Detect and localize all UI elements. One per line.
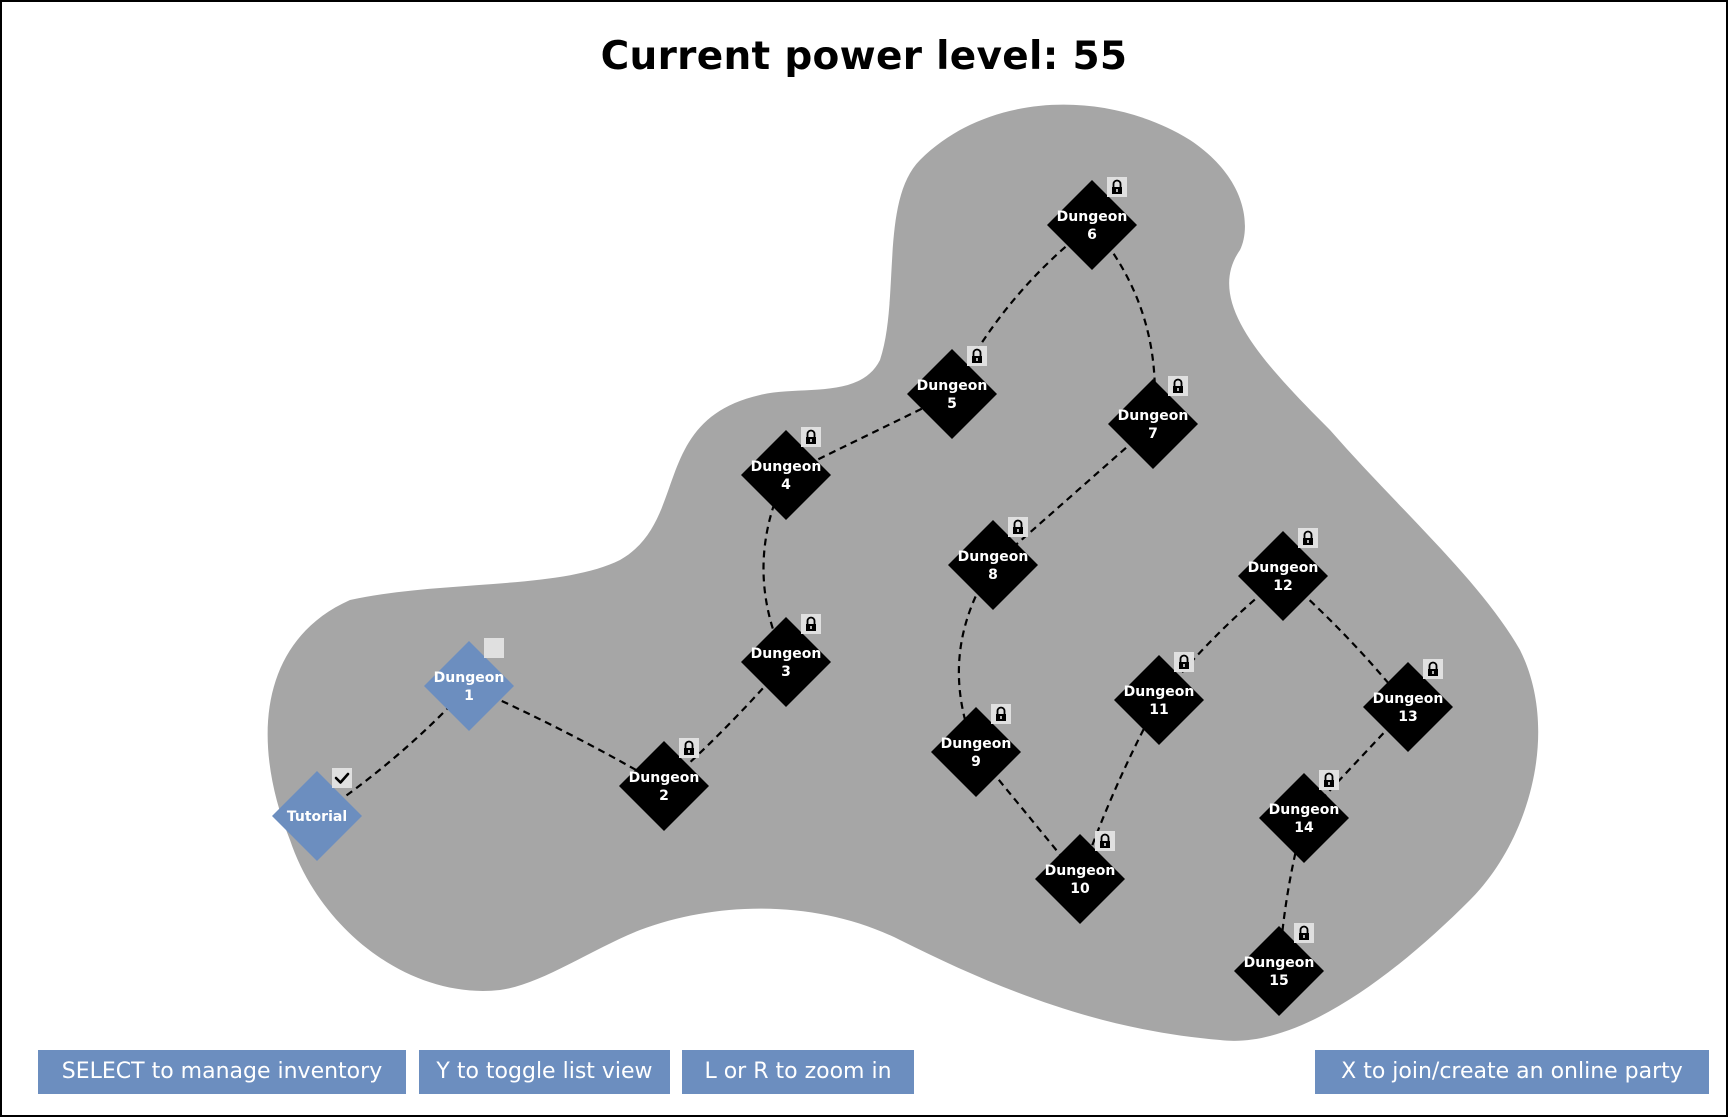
node-label: Dungeon bbox=[751, 459, 822, 475]
lock-icon bbox=[801, 614, 821, 634]
lock-icon bbox=[679, 738, 699, 758]
node-label: 9 bbox=[971, 754, 981, 770]
node-label: 15 bbox=[1269, 973, 1288, 989]
node-label: 5 bbox=[947, 396, 957, 412]
map-island bbox=[267, 104, 1539, 1041]
lock-icon bbox=[1294, 923, 1314, 943]
node-label: 2 bbox=[659, 788, 669, 804]
dungeon-node-d7[interactable]: Dungeon 7 bbox=[1108, 376, 1198, 469]
dungeon-node-d10[interactable]: Dungeon 10 bbox=[1035, 831, 1125, 924]
node-diamond bbox=[741, 430, 831, 520]
node-label: 11 bbox=[1149, 702, 1168, 718]
node-diamond bbox=[948, 520, 1038, 610]
lock-icon bbox=[1298, 528, 1318, 548]
node-diamond bbox=[1259, 773, 1349, 863]
node-diamond bbox=[1114, 655, 1204, 745]
dungeon-node-d6[interactable]: Dungeon 6 bbox=[1047, 177, 1137, 270]
node-diamond bbox=[1238, 531, 1328, 621]
node-label: 13 bbox=[1398, 709, 1417, 725]
lock-icon bbox=[1095, 831, 1115, 851]
node-diamond bbox=[272, 771, 362, 861]
node-label: 3 bbox=[781, 664, 791, 680]
node-diamond bbox=[1108, 379, 1198, 469]
dungeon-node-d1[interactable]: Dungeon 1 bbox=[424, 638, 514, 731]
node-label: 4 bbox=[781, 477, 791, 493]
node-label: Dungeon bbox=[1244, 955, 1315, 971]
node-label: 12 bbox=[1273, 578, 1292, 594]
node-label: Dungeon bbox=[1248, 560, 1319, 576]
node-label: Dungeon bbox=[1118, 408, 1189, 424]
node-diamond bbox=[1363, 662, 1453, 752]
lock-icon bbox=[1168, 376, 1188, 396]
dungeon-node-d2[interactable]: Dungeon 2 bbox=[619, 738, 709, 831]
node-label: Dungeon bbox=[958, 549, 1029, 565]
node-label: Dungeon bbox=[1269, 802, 1340, 818]
node-label: 1 bbox=[464, 688, 474, 704]
node-label: Dungeon bbox=[1373, 691, 1444, 707]
node-label: Dungeon bbox=[751, 646, 822, 662]
node-diamond bbox=[1035, 834, 1125, 924]
dungeon-node-d13[interactable]: Dungeon 13 bbox=[1363, 659, 1453, 752]
path-d2-d3 bbox=[663, 661, 787, 787]
power-level-title: Current power level: 55 bbox=[600, 34, 1128, 79]
node-diamond bbox=[741, 617, 831, 707]
node-label: Dungeon bbox=[941, 736, 1012, 752]
lock-icon bbox=[967, 346, 987, 366]
lock-icon bbox=[1174, 652, 1194, 672]
zoom-in-button[interactable]: L or R to zoom in bbox=[682, 1050, 914, 1094]
dungeon-node-d4[interactable]: Dungeon 4 bbox=[741, 427, 831, 520]
node-diamond bbox=[619, 741, 709, 831]
dungeon-node-tutorial[interactable]: Tutorial bbox=[272, 768, 362, 861]
node-label: Dungeon bbox=[629, 770, 700, 786]
lock-icon bbox=[801, 427, 821, 447]
manage-inventory-button[interactable]: SELECT to manage inventory bbox=[38, 1050, 406, 1094]
node-diamond bbox=[907, 349, 997, 439]
lock-icon bbox=[1008, 517, 1028, 537]
dungeon-node-d12[interactable]: Dungeon 12 bbox=[1238, 528, 1328, 621]
lock-icon bbox=[991, 704, 1011, 724]
lock-icon bbox=[1107, 177, 1127, 197]
node-label: 10 bbox=[1070, 881, 1090, 897]
online-party-button[interactable]: X to join/create an online party bbox=[1315, 1050, 1709, 1094]
node-diamond bbox=[1234, 926, 1324, 1016]
node-label: Dungeon bbox=[1124, 684, 1195, 700]
path-d11-d12 bbox=[1158, 575, 1284, 701]
dungeon-node-d14[interactable]: Dungeon 14 bbox=[1259, 770, 1349, 863]
node-diamond bbox=[424, 641, 514, 731]
dungeon-node-d9[interactable]: Dungeon 9 bbox=[931, 704, 1021, 797]
node-diamond bbox=[931, 707, 1021, 797]
node-label: 6 bbox=[1087, 227, 1097, 243]
node-label: Dungeon bbox=[434, 670, 505, 686]
check-icon bbox=[332, 768, 352, 788]
node-diamond bbox=[1047, 180, 1137, 270]
lock-icon bbox=[1423, 659, 1443, 679]
node-label: 8 bbox=[988, 567, 998, 583]
node-label: 7 bbox=[1148, 426, 1158, 442]
dungeon-node-d8[interactable]: Dungeon 8 bbox=[948, 517, 1038, 610]
node-label: 14 bbox=[1294, 820, 1314, 836]
node-label: Dungeon bbox=[1057, 209, 1128, 225]
dungeon-nodes: TutorialDungeon1Dungeon2Dungeon3Dungeon4… bbox=[272, 177, 1453, 1016]
node-label: Dungeon bbox=[917, 378, 988, 394]
dungeon-node-d15[interactable]: Dungeon 15 bbox=[1234, 923, 1324, 1016]
dungeon-node-d3[interactable]: Dungeon 3 bbox=[741, 614, 831, 707]
node-label: Tutorial bbox=[287, 809, 347, 825]
empty-box-icon bbox=[484, 638, 504, 658]
node-label: Dungeon bbox=[1045, 863, 1116, 879]
dungeon-node-d11[interactable]: Dungeon 11 bbox=[1114, 652, 1204, 745]
lock-icon bbox=[1319, 770, 1339, 790]
toggle-list-view-button[interactable]: Y to toggle list view bbox=[419, 1050, 670, 1094]
dungeon-node-d5[interactable]: Dungeon 5 bbox=[907, 346, 997, 439]
